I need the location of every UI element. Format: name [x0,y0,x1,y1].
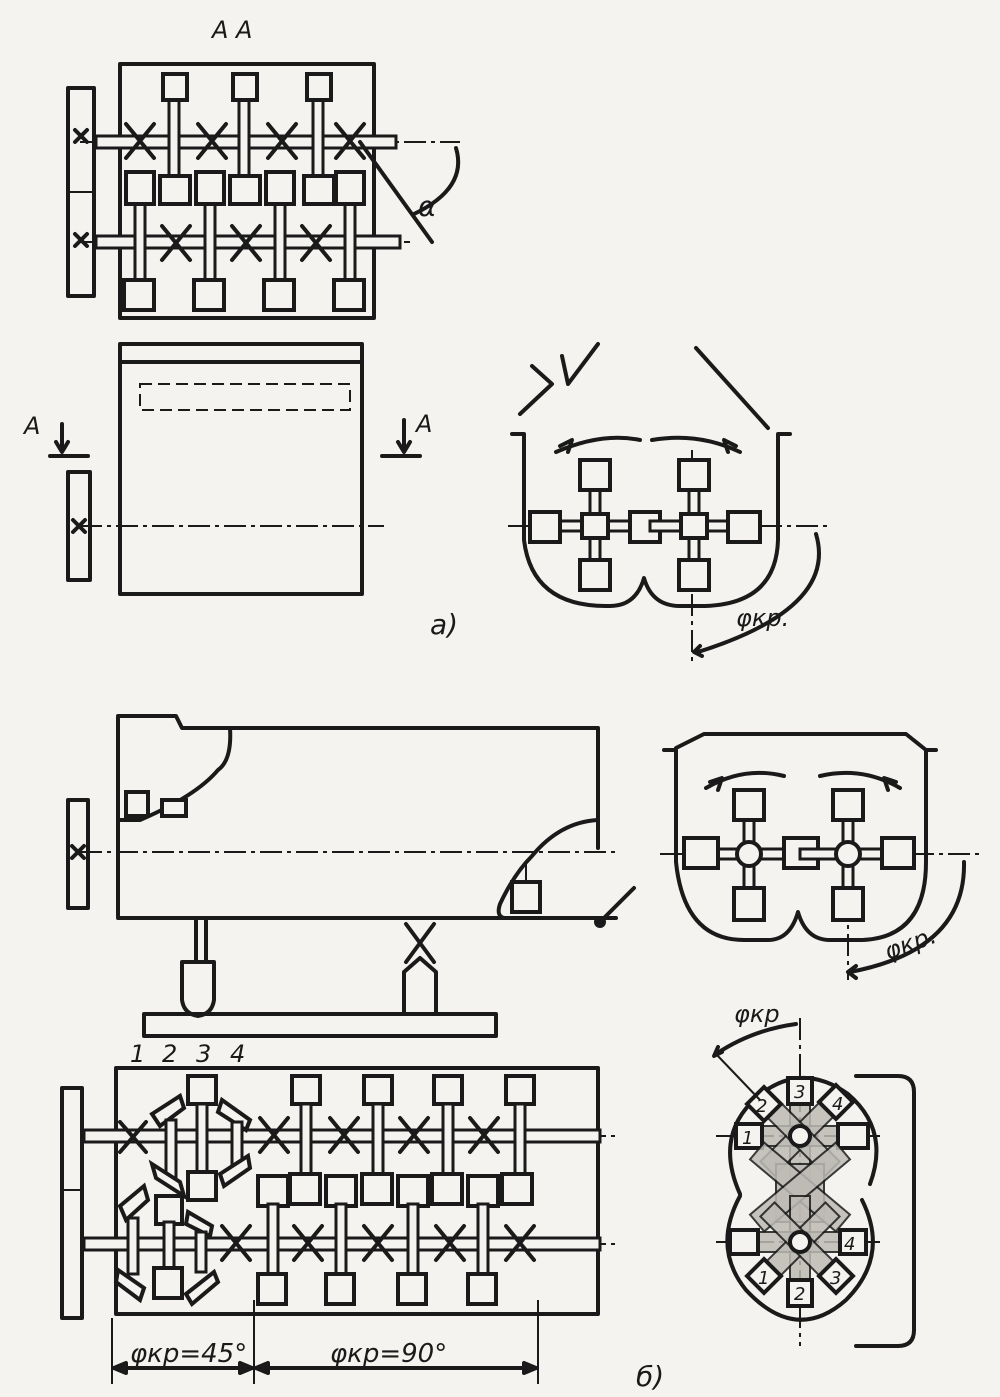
side-view-a: A A [22,342,432,596]
paddle-b2 [160,798,188,818]
hidden-opening [139,383,351,411]
inlet-left [518,342,600,416]
section-arrow-right [380,418,422,458]
phi-ray-c [715,1053,761,1101]
pulley-b-mark [70,844,86,860]
paddle-b1 [124,790,150,818]
trough-double-bowl [510,432,792,608]
end-view-a: φкр. a) [430,342,830,662]
rotation-arrowheads-b [708,776,898,792]
support-cross [404,922,436,964]
plan-view-b: 1 2 3 4 [60,1040,664,1393]
side-pulley-mark [71,518,87,534]
plan-b-cross-paddles [118,1116,536,1262]
paddles-90deg-row2 [256,1174,500,1306]
variant-a-label: a) [430,608,458,641]
cutaway-left [118,726,233,822]
alpha-arc [412,146,461,216]
pulley-marks [73,128,89,248]
num-label-1: 1 [130,1040,145,1068]
num-label-4: 4 [230,1040,245,1068]
plan-view-a: A A α [66,16,461,320]
phi-arrow-b [846,964,858,980]
upper-num-4: 4 [832,1094,843,1115]
paddle-b3 [510,880,542,914]
rotor-right [648,458,762,592]
phi-arrow-a [692,644,704,658]
cylinder-rod [194,916,208,964]
upper-num-3: 3 [794,1082,805,1103]
dim-label-45: φкр=45° [130,1339,247,1369]
pulley-b-plan [60,1086,84,1320]
side-view-b [66,714,636,1038]
pulley-b [66,798,90,910]
body-outline [118,342,364,596]
section-label-right: A [414,410,432,438]
paddles-90deg-row1 [288,1074,536,1206]
rotation-arrowheads [558,438,738,454]
phi-arrow-c [712,1045,724,1058]
lower-num-4: 4 [844,1234,855,1255]
cross-paddles [124,122,366,262]
support-post [402,956,438,1016]
section-arrow-left [48,422,90,458]
rotation-arrows [554,435,742,454]
rotor-b-right [798,788,916,922]
rotor-left [528,458,662,592]
trough-b-bowl [662,748,938,942]
lower-num-2: 2 [794,1284,805,1305]
trough-b-cover [674,732,928,752]
row1-arms [158,72,336,206]
row2-arms [122,170,366,312]
num-label-3: 3 [196,1040,211,1068]
section-label-left: A [22,412,40,440]
num-label-2: 2 [162,1040,177,1068]
inlet-right [694,346,770,430]
tilt-lever [598,886,636,924]
cutaway-right [496,818,600,920]
phi-arc-a [696,532,821,654]
alpha-ray [358,140,434,244]
trough-b-plan [114,1066,600,1316]
lower-num-3: 3 [830,1268,841,1289]
upper-num-1: 1 [742,1128,753,1149]
phi-label-a: φкр. [736,604,789,632]
phi-arc-b [848,860,967,974]
lower-rotor-blades [728,1195,868,1308]
rotor-b-left [682,788,820,922]
phi-arc-c [714,1022,798,1056]
dimension-lines: φкр=45° φкр=90° [111,1300,539,1384]
section-label-top: A A [210,16,252,44]
dim-arrows [112,1361,538,1375]
lower-rotor-circle [725,1194,875,1322]
phi-label-c: φкр [734,1000,780,1028]
rotor-arrangement-b: 3 2 4 1 4 1 2 3 φкр [712,1000,916,1348]
phi-label-b: φкр. [880,921,940,966]
lower-num-1: 1 [758,1268,769,1289]
arrangement-housing [854,1074,916,1348]
end-view-b: φкр. [660,732,980,980]
body-b-outline [116,714,600,918]
trough-outline [118,62,376,320]
alpha-label: α [418,190,437,223]
paddles-45deg [113,1074,253,1308]
hydraulic-cylinder [180,960,216,1018]
dim-label-90: φкр=90° [330,1339,447,1369]
base-frame [142,1012,498,1038]
rotation-arrows-b [704,770,902,790]
upper-num-2: 2 [756,1096,767,1117]
variant-b-label: б) [636,1360,664,1392]
